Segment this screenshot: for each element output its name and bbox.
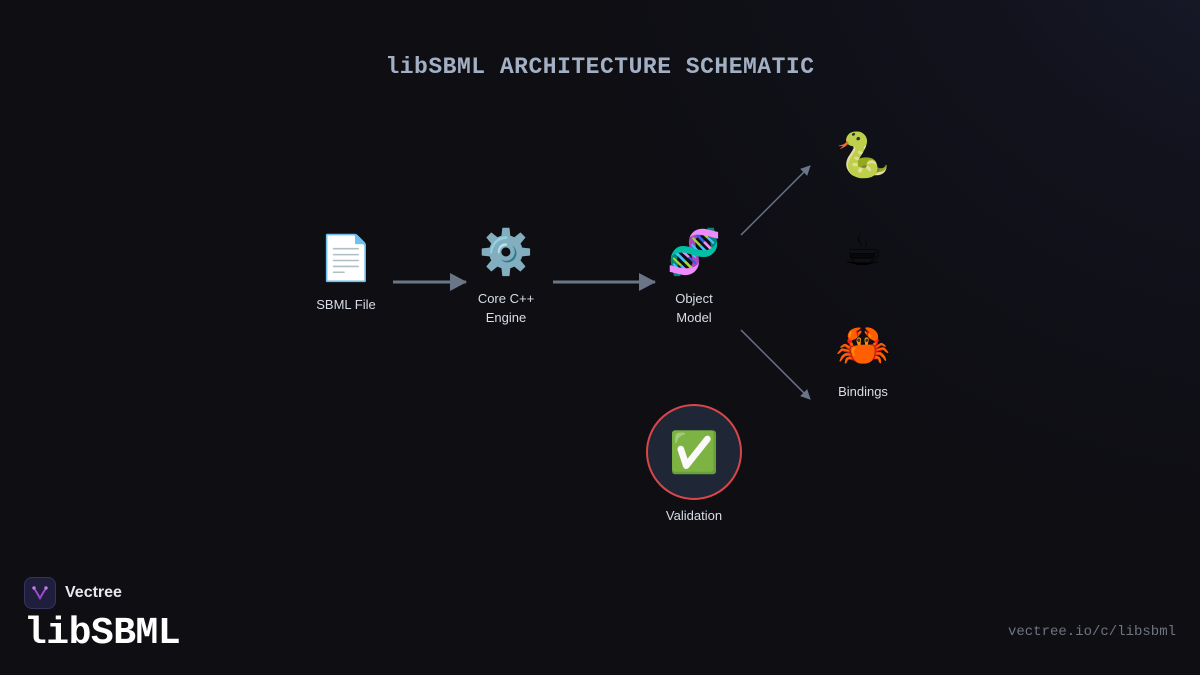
node-python: 🐍	[803, 128, 923, 184]
node-validation: ✅ Validation	[634, 404, 754, 525]
product-name: libSBML	[24, 612, 181, 655]
document-icon: 📄	[318, 234, 374, 283]
diagram-title: libSBML ARCHITECTURE SCHEMATIC	[385, 54, 815, 80]
core-engine-label: Core C++ Engine	[477, 291, 535, 325]
brand-name: Vectree	[65, 584, 122, 601]
node-object-model: 🧬 Object Model	[634, 225, 754, 327]
coffee-icon: ☕	[843, 226, 883, 275]
gear-icon: ⚙️	[478, 228, 534, 277]
crab-icon: 🦀	[835, 321, 891, 370]
source-url: vectree.io/c/libsbml	[1007, 624, 1176, 640]
check-mark-icon: ✅	[669, 430, 719, 475]
validation-ring: ✅	[646, 404, 742, 500]
sbml-file-label: SBML File	[316, 297, 376, 312]
snake-icon: 🐍	[835, 131, 891, 180]
bindings-label: Bindings	[838, 384, 888, 399]
node-bindings: 🦀 Bindings	[803, 318, 923, 401]
vectree-logo-icon	[24, 577, 56, 609]
node-java: ☕	[803, 223, 923, 279]
dna-icon: 🧬	[666, 228, 722, 277]
validation-label: Validation	[665, 508, 723, 523]
object-model-label: Object Model	[675, 291, 713, 325]
arrow-model-to-bindings	[740, 329, 811, 400]
arrow-model-to-python	[740, 165, 811, 236]
vectree-logo-mark	[32, 586, 48, 600]
node-core-engine: ⚙️ Core C++ Engine	[446, 225, 566, 327]
brand: Vectree	[24, 577, 122, 609]
node-sbml-file: 📄 SBML File	[286, 231, 406, 314]
